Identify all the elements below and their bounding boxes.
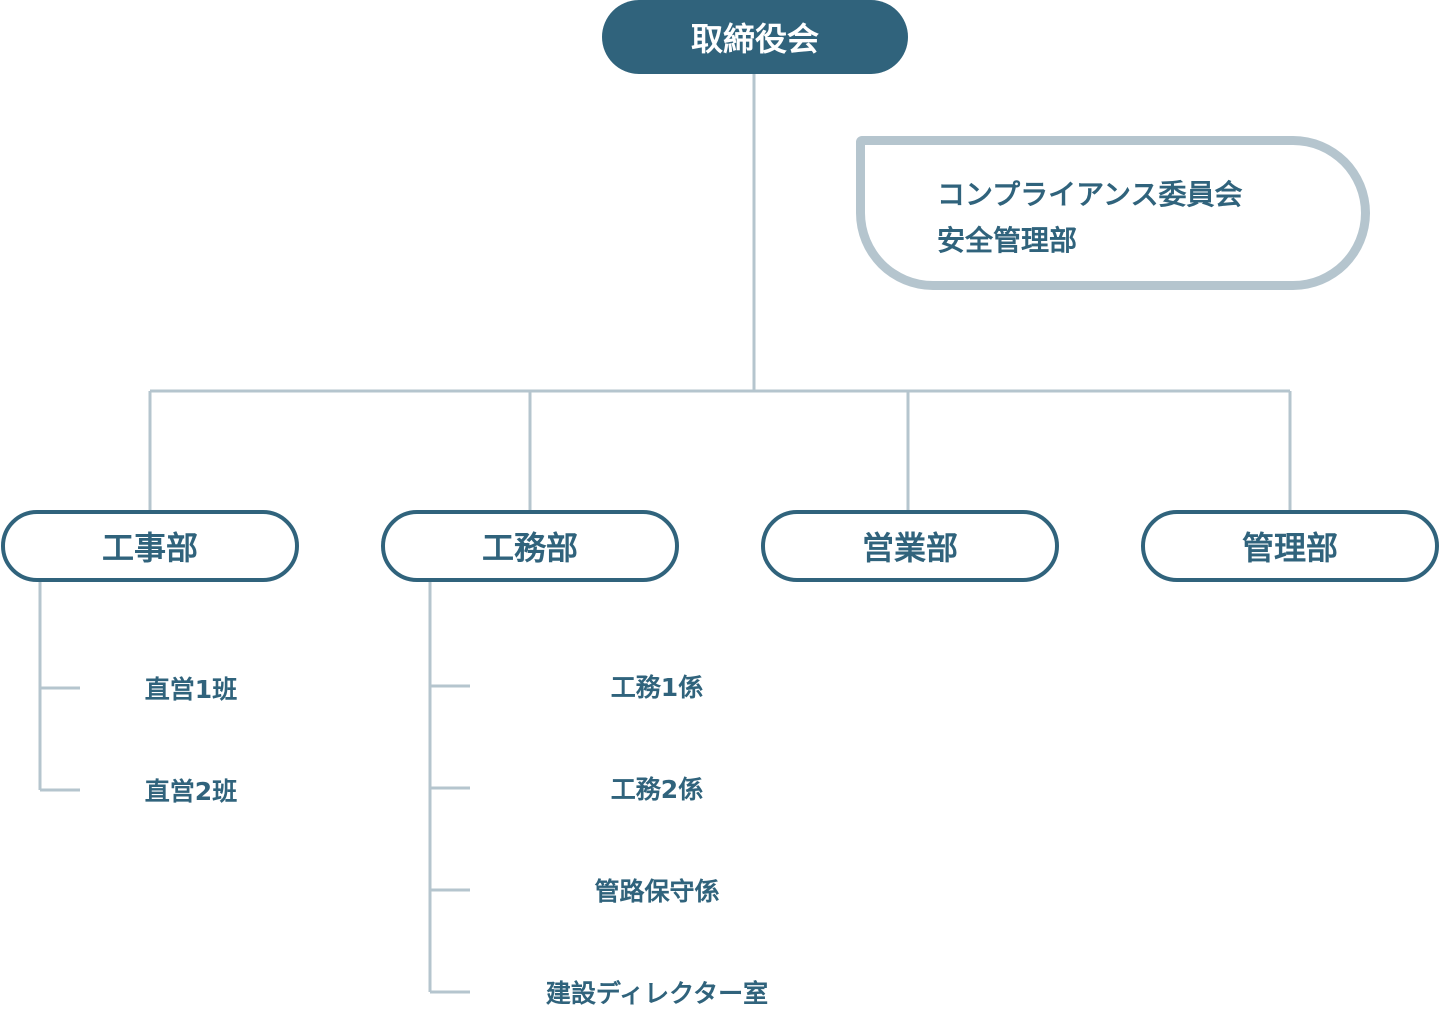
department-label: 営業部 xyxy=(861,529,958,567)
board-of-directors-node: 取締役会 xyxy=(602,0,908,74)
department-label: 工務部 xyxy=(481,529,578,567)
unit-label: 直営1班 xyxy=(144,675,238,704)
department-node-engineering: 工務部 xyxy=(381,510,679,582)
advisory-box: コンプライアンス委員会 安全管理部 xyxy=(856,136,1370,290)
unit-label: 工務2係 xyxy=(610,775,704,804)
unit-label: 管路保守係 xyxy=(594,877,720,906)
unit-label: 直営2班 xyxy=(144,777,238,806)
department-label: 管理部 xyxy=(1241,529,1338,567)
department-node-sales: 営業部 xyxy=(761,510,1059,582)
compliance-committee-label: コンプライアンス委員会 xyxy=(937,178,1243,211)
unit-label: 工務1係 xyxy=(610,673,704,702)
department-node-administration: 管理部 xyxy=(1141,510,1439,582)
board-of-directors-label: 取締役会 xyxy=(690,20,819,58)
department-node-construction: 工事部 xyxy=(1,510,299,582)
unit-label: 建設ディレクター室 xyxy=(545,979,769,1008)
safety-management-label: 安全管理部 xyxy=(937,224,1078,257)
department-label: 工事部 xyxy=(101,529,198,567)
